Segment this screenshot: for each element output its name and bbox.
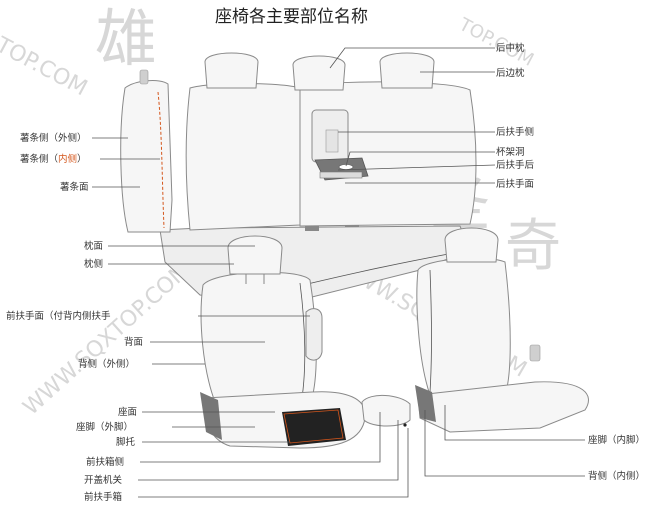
label-bolster-face: 薯条面 (60, 181, 89, 193)
label-rear-side-headrest: 后边枕 (496, 67, 525, 79)
label-front-armrest-box: 前扶手箱 (84, 491, 122, 503)
watermark-brand-3: 奇 (505, 214, 561, 279)
right-seat-headrest (444, 227, 499, 263)
label-bolster-side-outer: 薯条侧（外侧） (20, 132, 87, 144)
front-seat-side-shadow (200, 392, 222, 440)
label-rear-armrest-side: 后扶手侧 (496, 126, 534, 138)
front-seat-headrest (227, 235, 283, 275)
front-seat-back (200, 271, 317, 403)
diagram-title: 座椅各主要部位名称 (215, 7, 368, 27)
label-back-side-inner: 背侧（内侧） (588, 470, 645, 482)
leader-lines (92, 47, 585, 498)
front-inner-armrest (305, 308, 323, 361)
label-front-box-side: 前扶箱侧 (86, 456, 124, 468)
right-seat-cushion (417, 381, 589, 433)
armrest-hinge (325, 129, 339, 153)
lid-switch-dot (403, 423, 407, 427)
right-seat-side-shadow (415, 385, 436, 422)
label-cup-holder: 杯架洞 (496, 146, 525, 158)
label-back-face: 背面 (124, 336, 143, 348)
label-seat-foot-inner: 座脚（内脚） (588, 434, 645, 446)
right-seat-lever (529, 344, 541, 362)
bolster (120, 80, 173, 233)
rear-headrest-left (204, 52, 259, 89)
label-rear-middle-headrest: 后中枕 (496, 42, 525, 54)
bolster-inner-seam (157, 91, 165, 229)
rear-backrest-left (185, 83, 301, 231)
foot-rest-trim (283, 409, 344, 444)
watermark-brand-1: 雄 (95, 2, 157, 75)
label-headrest-face: 枕面 (84, 240, 103, 252)
front-armrest-box (361, 395, 411, 427)
bolster-hook (139, 69, 149, 85)
watermark-url-4: WWW.SQXTOP.COM (19, 258, 195, 420)
armrest-face-strip (319, 171, 363, 179)
label-bolster-side-inner: 薯条侧（内侧） (20, 153, 87, 165)
rear-headrest-right (379, 52, 435, 89)
rear-headrest-middle (292, 55, 346, 91)
foot-rest (282, 408, 346, 446)
label-seat-foot-outer: 座脚（外脚） (76, 421, 133, 433)
watermark-url-1: TOP.COM (0, 32, 91, 101)
label-rear-armrest-face: 后扶手面 (496, 178, 534, 190)
label-back-side-outer: 背侧（外侧） (78, 358, 135, 370)
belt-buckle-left (305, 226, 319, 231)
label-headrest-side: 枕侧 (84, 258, 103, 270)
label-lid-switch: 开盖机关 (84, 474, 123, 486)
front-seat-back-inner (299, 282, 306, 399)
right-seat-back-inner (429, 269, 432, 393)
label-front-armrest-face: 前扶手面（付背内侧扶手 (6, 310, 111, 322)
label-rear-armrest-back: 后扶手后 (496, 159, 535, 171)
label-seat-face: 座面 (118, 406, 137, 418)
label-foot-rest: 脚托 (116, 436, 136, 448)
